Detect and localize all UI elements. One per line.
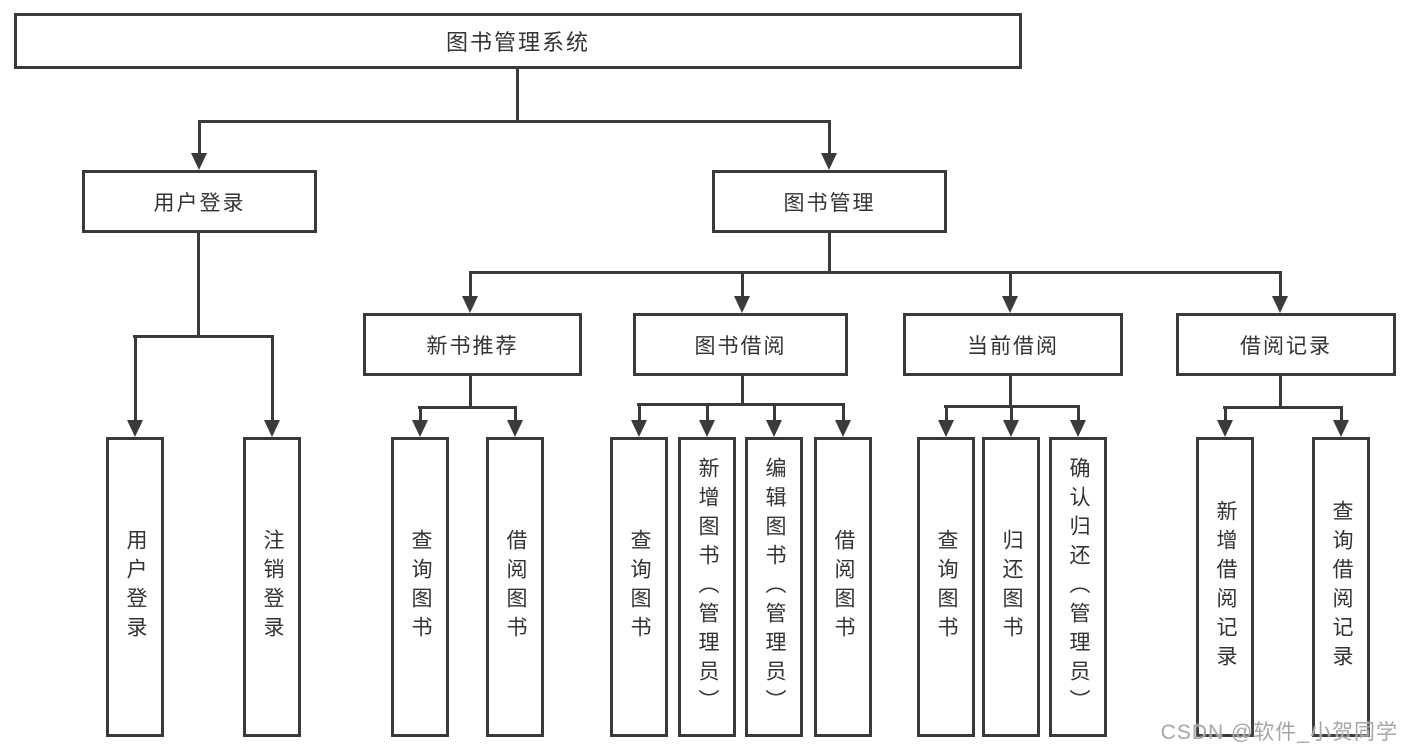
leaf-label: 归还图书 bbox=[1000, 529, 1024, 645]
connector-arrow bbox=[191, 120, 207, 170]
watermark: CSDN @软件_小贺同学 bbox=[1160, 721, 1398, 744]
leaf-query-borrow-record: 查询借阅记录 bbox=[1312, 437, 1370, 737]
connector-arrow bbox=[821, 120, 837, 170]
connector-line bbox=[1223, 406, 1342, 409]
node-label: 借阅记录 bbox=[1240, 334, 1332, 358]
connector-line bbox=[516, 69, 519, 120]
connector-line bbox=[469, 271, 1282, 274]
leaf-label: 查询图书 bbox=[935, 529, 959, 645]
connector-line bbox=[197, 233, 200, 335]
node-current-borrowing: 当前借阅 bbox=[903, 313, 1123, 376]
connector-arrow bbox=[734, 271, 750, 313]
connector-arrow bbox=[1003, 405, 1019, 437]
connector-line bbox=[469, 376, 472, 407]
connector-arrow bbox=[766, 403, 782, 437]
leaf-user-login: 用户登录 bbox=[106, 437, 164, 737]
leaf-query-books-3: 查询图书 bbox=[917, 437, 975, 737]
leaf-edit-book-admin: 编辑图书（管理员） bbox=[745, 437, 803, 737]
node-label: 图书管理 bbox=[783, 191, 876, 215]
connector-arrow bbox=[631, 403, 647, 437]
leaf-label: 注销登录 bbox=[261, 529, 285, 645]
leaf-borrow-books-1: 借阅图书 bbox=[486, 437, 544, 737]
node-new-book-recommend: 新书推荐 bbox=[363, 313, 582, 376]
node-book-management: 图书管理 bbox=[712, 170, 947, 233]
connector-arrow bbox=[462, 271, 478, 313]
node-borrowing-records: 借阅记录 bbox=[1176, 313, 1396, 376]
node-label: 新书推荐 bbox=[426, 334, 519, 358]
leaf-query-books-2: 查询图书 bbox=[610, 437, 668, 737]
connector-arrow bbox=[127, 335, 143, 437]
connector-arrow bbox=[699, 403, 715, 437]
connector-line bbox=[1009, 376, 1012, 406]
node-label: 图书借阅 bbox=[694, 334, 787, 358]
connector-arrow bbox=[1272, 271, 1288, 313]
leaf-label: 借阅图书 bbox=[832, 529, 856, 645]
connector-arrow bbox=[1002, 271, 1018, 313]
connector-arrow bbox=[938, 405, 954, 437]
leaf-label: 借阅图书 bbox=[504, 529, 528, 645]
node-label: 当前借阅 bbox=[967, 334, 1059, 358]
connector-arrow bbox=[1217, 406, 1233, 437]
connector-line bbox=[133, 335, 273, 338]
connector-arrow bbox=[264, 335, 280, 437]
connector-arrow bbox=[507, 406, 523, 437]
node-root-label: 图书管理系统 bbox=[445, 30, 590, 55]
connector-line bbox=[1279, 376, 1282, 407]
node-root: 图书管理系统 bbox=[14, 13, 1022, 69]
connector-line bbox=[828, 232, 831, 273]
connector-line bbox=[741, 376, 744, 404]
leaf-label: 编辑图书（管理员） bbox=[763, 456, 787, 718]
leaf-add-book-admin: 新增图书（管理员） bbox=[678, 437, 736, 737]
leaf-label: 确认归还（管理员） bbox=[1067, 456, 1091, 718]
leaf-query-books-1: 查询图书 bbox=[391, 437, 449, 737]
leaf-label: 新增借阅记录 bbox=[1214, 500, 1238, 674]
leaf-label: 查询借阅记录 bbox=[1330, 500, 1354, 674]
connector-arrow bbox=[1333, 406, 1349, 437]
connector-line bbox=[418, 406, 517, 409]
leaf-add-borrow-record: 新增借阅记录 bbox=[1196, 437, 1254, 737]
connector-line bbox=[198, 120, 831, 123]
node-user-login: 用户登录 bbox=[82, 170, 317, 233]
node-book-borrowing: 图书借阅 bbox=[633, 313, 848, 376]
connector-line bbox=[637, 403, 845, 406]
node-label: 用户登录 bbox=[153, 191, 246, 215]
leaf-label: 查询图书 bbox=[409, 529, 433, 645]
connector-arrow bbox=[412, 406, 428, 437]
leaf-label: 查询图书 bbox=[628, 529, 652, 645]
leaf-return-book: 归还图书 bbox=[982, 437, 1040, 737]
leaf-logout: 注销登录 bbox=[243, 437, 301, 737]
leaf-confirm-return-admin: 确认归还（管理员） bbox=[1049, 437, 1107, 737]
leaf-label: 用户登录 bbox=[124, 529, 148, 645]
connector-arrow bbox=[1070, 405, 1086, 437]
leaf-label: 新增图书（管理员） bbox=[696, 456, 720, 718]
connector-arrow bbox=[835, 403, 851, 437]
leaf-borrow-books-2: 借阅图书 bbox=[814, 437, 872, 737]
